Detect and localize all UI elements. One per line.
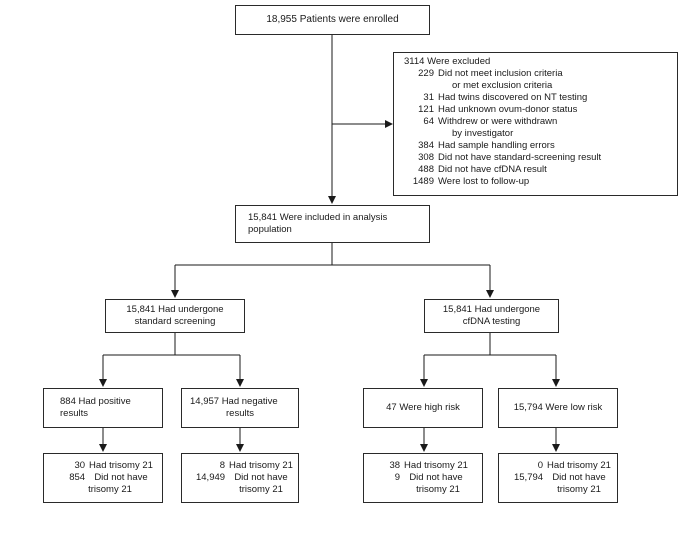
included-line-2: population xyxy=(248,224,292,235)
pos-outcome-b-text: Did not have xyxy=(94,472,148,483)
excluded-item-count: 488 xyxy=(418,164,434,175)
standard-line-1: 15,841 Had undergone xyxy=(126,304,224,315)
excluded-item: 229 Did not meet inclusion criteria xyxy=(404,68,671,80)
excluded-item-reason: Had unknown ovum-donor status xyxy=(438,104,578,115)
excluded-item-reason: Were lost to follow-up xyxy=(438,176,530,187)
low-outcome-b-cont: trisomy 21 xyxy=(557,484,601,495)
excluded-item-continuation: or met exclusion criteria xyxy=(404,80,671,92)
negative-line-2: results xyxy=(226,408,254,419)
excluded-item-count: 308 xyxy=(418,152,434,163)
excluded-box: 3114 Were excluded 229 Did not meet inclu… xyxy=(393,52,678,196)
low-outcome-b-num: 15,794 xyxy=(513,472,544,483)
excluded-item-reason: Did not meet inclusion criteria xyxy=(438,68,563,79)
excluded-item-count: 64 xyxy=(423,116,434,127)
enrolled-label: 18,955 Patients were enrolled xyxy=(266,14,399,25)
excluded-item-count: 1489 xyxy=(412,176,434,187)
excluded-item-count: 31 xyxy=(423,92,434,103)
low-risk-box: 15,794 Were low risk xyxy=(498,388,618,428)
high-outcome-b-cont: trisomy 21 xyxy=(416,484,460,495)
neg-outcome-a-num: 8 xyxy=(219,460,226,471)
standard-screening-box: 15,841 Had undergone standard screening xyxy=(105,299,245,333)
excluded-item-count: 121 xyxy=(418,104,434,115)
included-box: 15,841 Were included in analysis populat… xyxy=(235,205,430,243)
low-outcome-a-num: 0 xyxy=(537,460,544,471)
indent-spacer xyxy=(404,80,438,92)
pos-outcome-a-num: 30 xyxy=(74,460,86,471)
neg-outcome-b-cont: trisomy 21 xyxy=(239,484,283,495)
excluded-item: 1489 Were lost to follow-up xyxy=(404,176,671,188)
high-outcome-b-num: 9 xyxy=(394,472,401,483)
neg-outcome-b-text: Did not have xyxy=(234,472,288,483)
excluded-item-count: 229 xyxy=(418,68,434,79)
enrolled-box: 18,955 Patients were enrolled xyxy=(235,5,430,35)
excluded-item: 488 Did not have cfDNA result xyxy=(404,164,671,176)
excluded-item-continuation: by investigator xyxy=(404,128,671,140)
high-outcome-a-num: 38 xyxy=(389,460,401,471)
excluded-item: 64 Withdrew or were withdrawn xyxy=(404,116,671,128)
neg-outcome-a-text: Had trisomy 21 xyxy=(229,460,293,471)
excluded-item: 31 Had twins discovered on NT testing xyxy=(404,92,671,104)
neg-outcome-b-num: 14,949 xyxy=(195,472,226,483)
excluded-item-reason: Did not have cfDNA result xyxy=(438,164,547,175)
pos-outcome-a-text: Had trisomy 21 xyxy=(89,460,153,471)
cfdna-line-1: 15,841 Had undergone xyxy=(442,304,541,315)
high-risk-line-1: 47 Were high risk xyxy=(386,402,460,413)
standard-line-2: standard screening xyxy=(134,316,216,327)
negative-results-box: 14,957 Had negative results xyxy=(181,388,299,428)
positive-line-1: 884 Had positive xyxy=(60,396,131,407)
high-outcome-a-text: Had trisomy 21 xyxy=(404,460,468,471)
pos-outcome-b-num: 854 xyxy=(69,472,86,483)
negative-line-1: 14,957 Had negative xyxy=(190,396,278,407)
excluded-item-reason-cont: or met exclusion criteria xyxy=(452,80,553,91)
positive-line-2: results xyxy=(60,408,88,419)
high-outcome-b-text: Did not have xyxy=(409,472,463,483)
excluded-header: 3114 Were excluded xyxy=(404,56,491,67)
excluded-item-reason: Had twins discovered on NT testing xyxy=(438,92,588,103)
excluded-item-reason-cont: by investigator xyxy=(452,128,514,139)
excluded-item-reason: Had sample handling errors xyxy=(438,140,555,151)
excluded-item: 308 Did not have standard-screening resul… xyxy=(404,152,671,164)
cfdna-line-2: cfDNA testing xyxy=(462,316,521,327)
excluded-item-reason: Withdrew or were withdrawn xyxy=(438,116,558,127)
indent-spacer xyxy=(404,128,438,140)
low-risk-line-1: 15,794 Were low risk xyxy=(513,402,603,413)
excluded-item-reason: Did not have standard-screening result xyxy=(438,152,602,163)
included-line-1: 15,841 Were included in analysis xyxy=(248,212,388,223)
excluded-item: 121 Had unknown ovum-donor status xyxy=(404,104,671,116)
high-risk-box: 47 Were high risk xyxy=(363,388,483,428)
excluded-item: 384 Had sample handling errors xyxy=(404,140,671,152)
excluded-item-count: 384 xyxy=(418,140,434,151)
cfdna-testing-box: 15,841 Had undergone cfDNA testing xyxy=(424,299,559,333)
low-outcome-b-text: Did not have xyxy=(552,472,606,483)
low-outcome-a-text: Had trisomy 21 xyxy=(547,460,611,471)
positive-results-box: 884 Had positive results xyxy=(43,388,163,428)
pos-outcome-b-cont: trisomy 21 xyxy=(88,484,132,495)
